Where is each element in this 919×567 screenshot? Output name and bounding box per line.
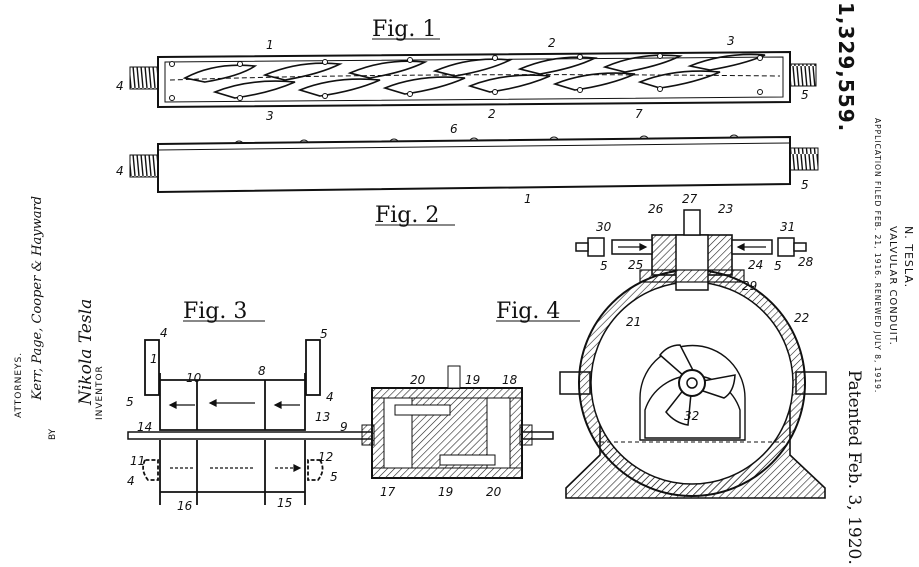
fig3-label-10: 10 xyxy=(186,371,202,385)
attorney-label: ATTORNEYS. xyxy=(14,351,24,418)
fig3-title: Fig. 3 xyxy=(183,299,247,324)
fig3-label-4-right: 4 xyxy=(326,390,334,404)
fig3-label-12: 12 xyxy=(318,450,333,464)
fig3-label-15: 15 xyxy=(277,496,292,510)
fig4-label-28: 28 xyxy=(798,255,814,269)
fig2-label-5: 5 xyxy=(801,178,809,192)
fig3-conduit-section xyxy=(142,339,324,505)
fig4-rotor-outline xyxy=(639,344,746,441)
fig1-label-3-left: 3 xyxy=(266,109,274,123)
fig3-label-5-tr: 5 xyxy=(320,327,328,341)
fig1-label-1: 1 xyxy=(266,38,274,52)
filing-dates: APPLICATION FILED FEB. 21, 1916. RENEWED… xyxy=(873,118,882,394)
figure-2: Fig. 2 6 4 5 1 xyxy=(116,122,819,228)
fig1-label-4: 4 xyxy=(116,79,124,93)
fig4-labels: 27 26 23 30 31 5 25 24 5 28 29 21 22 32 xyxy=(596,192,814,423)
fig1-conduit-body xyxy=(157,50,791,109)
fig1-label-7: 7 xyxy=(635,107,643,121)
fig3-label-9: 9 xyxy=(340,420,348,434)
fig1-baffles xyxy=(182,53,766,99)
fig1-label-2-top: 2 xyxy=(548,36,556,50)
fig3-label-19-top: 19 xyxy=(465,373,480,387)
fig1-label-5: 5 xyxy=(801,88,809,102)
fig2-title: Fig. 2 xyxy=(375,203,439,228)
inventor-signature: Nikola Tesla xyxy=(76,298,96,405)
attorney-signature: Kerr, Page, Cooper & Hayward xyxy=(30,195,45,400)
fig1-left-thread xyxy=(129,66,159,90)
fig4-label-29: 29 xyxy=(742,279,757,293)
fig2-right-thread xyxy=(789,147,819,171)
fig2-label-1: 1 xyxy=(524,192,532,206)
fig4-label-32: 32 xyxy=(684,409,699,423)
fig3-label-4-bl: 4 xyxy=(127,474,135,488)
fig4-title: Fig. 4 xyxy=(496,299,560,324)
fig4-label-27: 27 xyxy=(682,192,698,206)
fig3-pump-section xyxy=(361,365,533,479)
fig4-label-31: 31 xyxy=(780,220,795,234)
fig3-label-5-br: 5 xyxy=(330,470,338,484)
fig3-label-8: 8 xyxy=(258,364,266,378)
figure-1: Fig. 1 xyxy=(116,17,817,123)
inventor-label: INVENTOR xyxy=(95,365,105,420)
fig3-label-20-top: 20 xyxy=(410,373,426,387)
fig4-label-5-left: 5 xyxy=(600,259,608,273)
fig1-label-3-right: 3 xyxy=(727,34,735,48)
fig3-label-16: 16 xyxy=(177,499,193,513)
fig3-label-17: 17 xyxy=(380,485,396,499)
fig2-label-4: 4 xyxy=(116,164,124,178)
fig3-label-14: 14 xyxy=(137,420,152,434)
fig3-label-4-tl: 4 xyxy=(160,326,168,340)
by-label: BY xyxy=(48,428,58,440)
patent-number: 1,329,559. xyxy=(834,2,858,133)
fig4-label-26: 26 xyxy=(648,202,664,216)
fig1-labels: 1 2 2 3 3 4 5 7 xyxy=(116,34,809,123)
fig2-left-thread xyxy=(129,154,159,178)
fig2-labels: 6 4 5 1 xyxy=(116,122,809,206)
fig3-labels: 4 1 5 5 4 8 10 13 9 14 11 12 4 5 16 15 2… xyxy=(126,326,518,513)
fig3-label-1-side: 1 xyxy=(150,352,158,366)
fig4-label-30: 30 xyxy=(596,220,612,234)
fig4-pipes xyxy=(575,237,807,257)
inventor-name: N. TESLA. xyxy=(902,226,915,289)
fig3-label-19-bottom: 19 xyxy=(438,485,453,499)
fig2-conduit-side xyxy=(157,135,791,194)
fig3-label-5-left: 5 xyxy=(126,395,134,409)
fig3-label-13: 13 xyxy=(315,410,330,424)
fig4-label-22: 22 xyxy=(794,311,809,325)
fig1-title: Fig. 1 xyxy=(372,17,436,42)
fig3-label-20-bottom: 20 xyxy=(486,485,502,499)
patented-date: Patented Feb. 3, 1920. xyxy=(844,370,864,565)
fig2-label-6: 6 xyxy=(450,122,458,136)
figure-4: Fig. 4 xyxy=(496,192,827,499)
patent-title: VALVULAR CONDUIT. xyxy=(887,226,898,346)
figure-3: Fig. 3 xyxy=(126,299,554,513)
fig4-label-5-right: 5 xyxy=(774,259,782,273)
fig4-label-24: 24 xyxy=(748,258,763,272)
fig3-label-11: 11 xyxy=(130,454,145,468)
fig4-label-21: 21 xyxy=(626,315,641,329)
fig4-label-25: 25 xyxy=(628,258,643,272)
fig1-label-2-bottom: 2 xyxy=(488,107,496,121)
fig3-label-18: 18 xyxy=(502,373,518,387)
fig3-shaft xyxy=(127,431,554,440)
fig4-label-23: 23 xyxy=(718,202,733,216)
